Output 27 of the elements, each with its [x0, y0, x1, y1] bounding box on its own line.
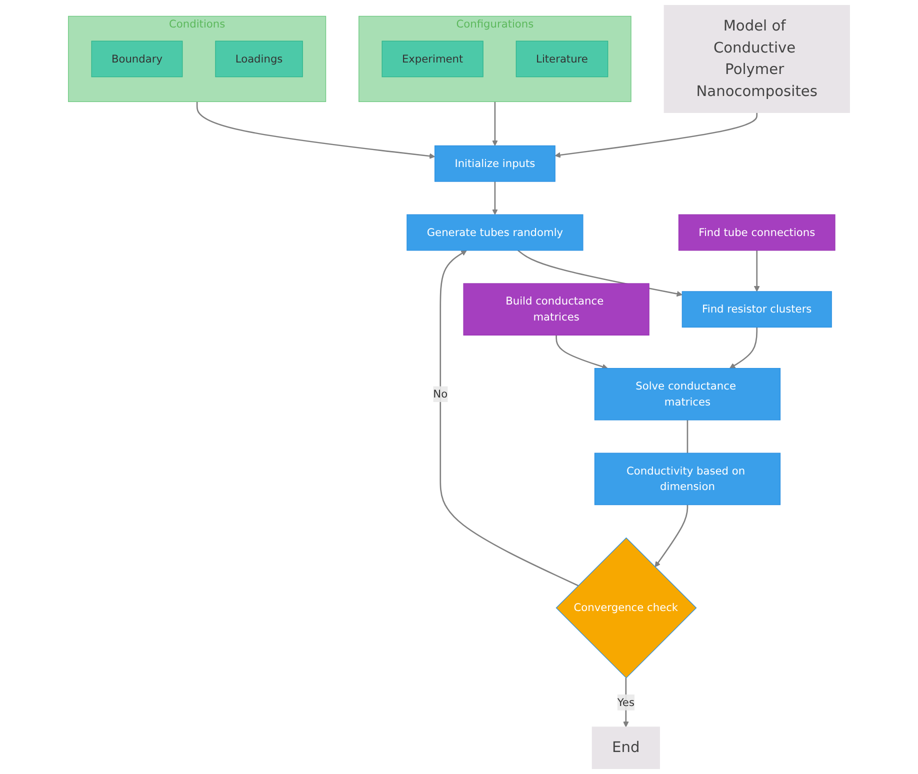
node-box: Solve conductance matrices: [594, 368, 781, 420]
node-box: Experiment: [382, 40, 484, 78]
node-box: Generate tubes randomly: [406, 214, 584, 251]
arrow: [556, 335, 608, 370]
node-box: Find tube connections: [678, 214, 836, 251]
edge-label: No: [433, 388, 448, 400]
node-diamond: Convergence check: [556, 537, 697, 678]
node-box: Loadings: [215, 40, 303, 78]
connector: [686, 420, 688, 454]
edge-label: Yes: [617, 696, 634, 708]
arrow: [554, 112, 758, 158]
arrow: [654, 504, 688, 568]
node-box: Initialize inputs: [434, 145, 556, 182]
node-box: Boundary: [91, 40, 183, 78]
node-box: End: [592, 726, 660, 770]
arrow: [492, 102, 498, 146]
arrow: [440, 250, 578, 586]
node-box: Conductivity based on dimension: [594, 452, 781, 506]
node-box: Model of Conductive Polymer Nanocomposites: [664, 4, 850, 113]
node-box: Build conductance matrices: [463, 283, 650, 336]
arrow: [196, 102, 436, 159]
node-box: Find resistor clusters: [682, 291, 832, 328]
node-box: Literature: [516, 40, 608, 78]
arrow: [623, 678, 629, 728]
arrow: [492, 182, 498, 215]
arrow: [754, 250, 760, 292]
arrow: [730, 327, 758, 369]
